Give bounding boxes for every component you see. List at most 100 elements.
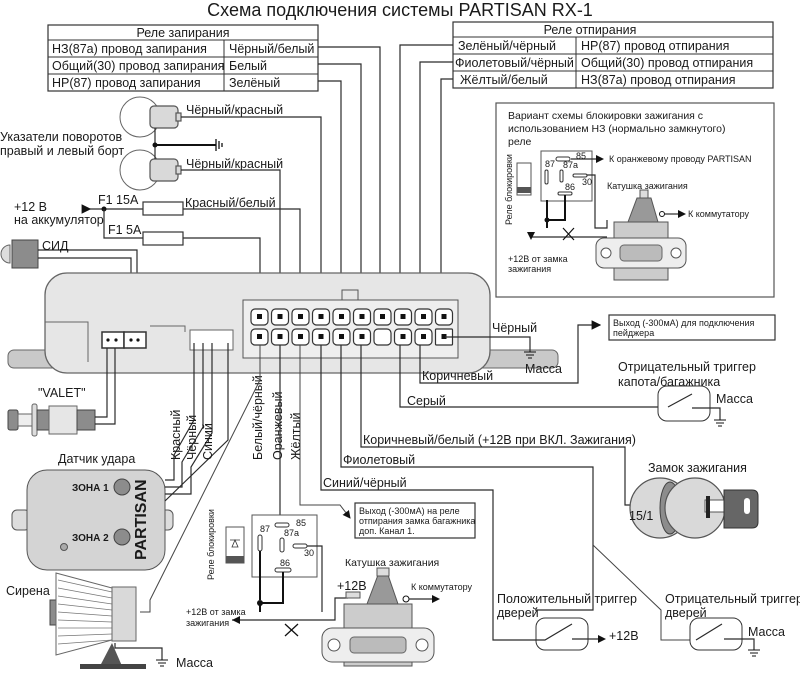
- nc-pin-87: 87: [545, 159, 555, 169]
- commutator-label: К коммутатору: [411, 582, 473, 592]
- connector-pin-contact: [277, 314, 283, 319]
- nc-ign-label: +12В от замка: [508, 254, 568, 264]
- connector-pin-contact: [441, 314, 447, 319]
- relay-pin-30: 30: [304, 548, 314, 558]
- bottom-wire-labels: Белый/чёрный Оранжевый Жёлтый: [140, 345, 303, 613]
- turn-signal-wire-label: Чёрный/красный: [186, 157, 283, 171]
- lock-row-color: Чёрный/белый: [229, 42, 314, 56]
- shock-sensor: Датчик удара ЗОНА 1 ЗОНА 2 PARTISAN Крас…: [11, 343, 229, 571]
- nc-variant-inset: Вариант схемы блокировки зажигания с исп…: [495, 102, 775, 298]
- brown-white-wire-label: Коричневый/белый (+12В при ВКЛ. Зажигани…: [363, 433, 636, 447]
- trunk-output-label: доп. Канал 1.: [359, 526, 415, 536]
- nc-variant-title: реле: [508, 136, 531, 148]
- led-label: СИД: [42, 239, 69, 253]
- door-pos-trigger-label: дверей: [497, 606, 539, 620]
- turn-signals-label: правый и левый борт: [0, 144, 124, 158]
- nc-pin-86: 86: [565, 182, 575, 192]
- ignition-switch-label: Замок зажигания: [648, 461, 747, 475]
- diagram-title: Схема подключения системы PARTISAN RX-1: [207, 0, 593, 20]
- lock-row-color: Зелёный: [229, 76, 280, 90]
- turn-signal-lamps: Указатели поворотов правый и левый борт …: [0, 96, 322, 320]
- connector-pin-contact: [421, 314, 426, 319]
- unlock-row-function: НР(87) провод отпирания: [581, 39, 729, 53]
- nc-to-orange-label: К оранжевому проводу PARTISAN: [609, 154, 752, 164]
- coil-label: Катушка зажигания: [345, 557, 439, 569]
- door-pos-plus12: +12В: [609, 629, 639, 643]
- connector-pin: [373, 328, 392, 346]
- battery-label: на аккумулятор: [14, 213, 104, 227]
- relay-pin-87a: 87a: [284, 528, 299, 538]
- door-triggers: Положительный триггер дверей +12В Отрица…: [492, 540, 800, 657]
- nc-coil-label: Катушка зажигания: [607, 181, 688, 191]
- siren-ground-label: Масса: [176, 656, 213, 670]
- nc-relay-label: Реле блокировки: [504, 154, 514, 225]
- connector-pin-contact: [339, 334, 344, 339]
- nc-variant-title: Вариант схемы блокировки зажигания с: [508, 110, 703, 122]
- connector-pin-contact: [359, 314, 365, 319]
- unlock-row-function: Общий(30) провод отпирания: [581, 56, 753, 70]
- zone2-label: ЗОНА 2: [72, 533, 109, 544]
- zone1-label: ЗОНА 1: [72, 483, 109, 494]
- connector-pin-contact: [400, 314, 406, 319]
- unlock-row-function: НЗ(87а) провод отпирания: [581, 73, 736, 87]
- lock-row-color: Белый: [229, 59, 267, 73]
- connector-pin-contact: [318, 334, 324, 339]
- grey-wire-label: Серый: [407, 394, 446, 408]
- ign-source-label: зажигания: [186, 618, 229, 628]
- connector-pin-contact: [277, 334, 283, 339]
- unlock-row-color: Жёлтый/белый: [460, 73, 548, 87]
- lock-row-function: НЗ(87а) провод запирания: [52, 42, 207, 56]
- lock-row-function: Общий(30) провод запирания: [52, 59, 224, 73]
- nc-pin-85: 85: [576, 151, 586, 161]
- door-pos-trigger-label: Положительный триггер: [497, 592, 637, 606]
- violet-wire-label: Фиолетовый: [343, 453, 415, 467]
- table-wires: [318, 44, 453, 320]
- brown-wire-label: Коричневый: [422, 369, 493, 383]
- connector-pin-contact: [298, 334, 303, 339]
- door-neg-ground: Масса: [748, 625, 785, 639]
- battery-label: +12 В: [14, 200, 47, 214]
- hood-ground-label: Масса: [716, 392, 753, 406]
- coil-plus12: +12В: [337, 579, 367, 593]
- valet-label: "VALET": [38, 386, 86, 400]
- connector-pin-contact: [400, 334, 406, 339]
- turn-signal-wire-label: Чёрный/красный: [186, 103, 283, 117]
- door-neg-trigger-label: дверей: [665, 606, 707, 620]
- blocking-relay-bottom: Реле блокировки 85 87 87a 30 86 +12В от …: [186, 509, 473, 667]
- connector-pin-contact: [257, 334, 262, 339]
- nc-variant-title: использованием НЗ (нормально замкнутого): [508, 123, 726, 135]
- ground-label: Масса: [525, 362, 562, 376]
- connector-pin-contact: [441, 334, 447, 339]
- pager-output-label: Выход (-300мА) для подключения: [613, 318, 754, 328]
- lock-row-function: НР(87) провод запирания: [52, 76, 201, 90]
- nc-pin-87a: 87a: [563, 160, 578, 170]
- connector-pin-contact: [359, 334, 365, 339]
- right-wires: Чёрный Масса Коричневый Выход (-300мА) д…: [299, 314, 776, 611]
- siren: Сирена Масса: [6, 572, 213, 670]
- sensor-wire-black: Чёрный: [185, 415, 199, 460]
- fuse-15a-label: F1 15A: [98, 193, 139, 207]
- black-wire-label: Чёрный: [492, 321, 537, 335]
- nc-ign-label: зажигания: [508, 264, 551, 274]
- lock-relay-table: Реле запирания НЗ(87а) провод запирания …: [47, 24, 319, 92]
- ignition-terminal-label: 15/1: [629, 509, 653, 523]
- nc-pin-30: 30: [582, 177, 592, 187]
- hood-trigger-label: Отрицательный триггер: [618, 360, 756, 374]
- yellow-wire-label: Жёлтый: [289, 413, 303, 460]
- trunk-output-label: отпирания замка багажника: [359, 516, 475, 526]
- shock-sensor-title: Датчик удара: [58, 452, 135, 466]
- siren-label: Сирена: [6, 584, 50, 598]
- unlock-row-color: Зелёный/чёрный: [458, 39, 556, 53]
- fuse-5a-label: F1 5A: [108, 223, 142, 237]
- valet-button: "VALET": [7, 348, 116, 437]
- connector-pin-contact: [257, 314, 262, 319]
- unlock-relay-header: Реле отпирания: [544, 23, 637, 37]
- sensor-wire-blue: Синий: [201, 423, 215, 460]
- alarm-main-unit: [7, 272, 559, 374]
- relay-pin-86: 86: [280, 558, 290, 568]
- relay-pin-85: 85: [296, 518, 306, 528]
- connector-pin-contact: [421, 334, 426, 339]
- shock-sensor-brand: PARTISAN: [133, 479, 150, 560]
